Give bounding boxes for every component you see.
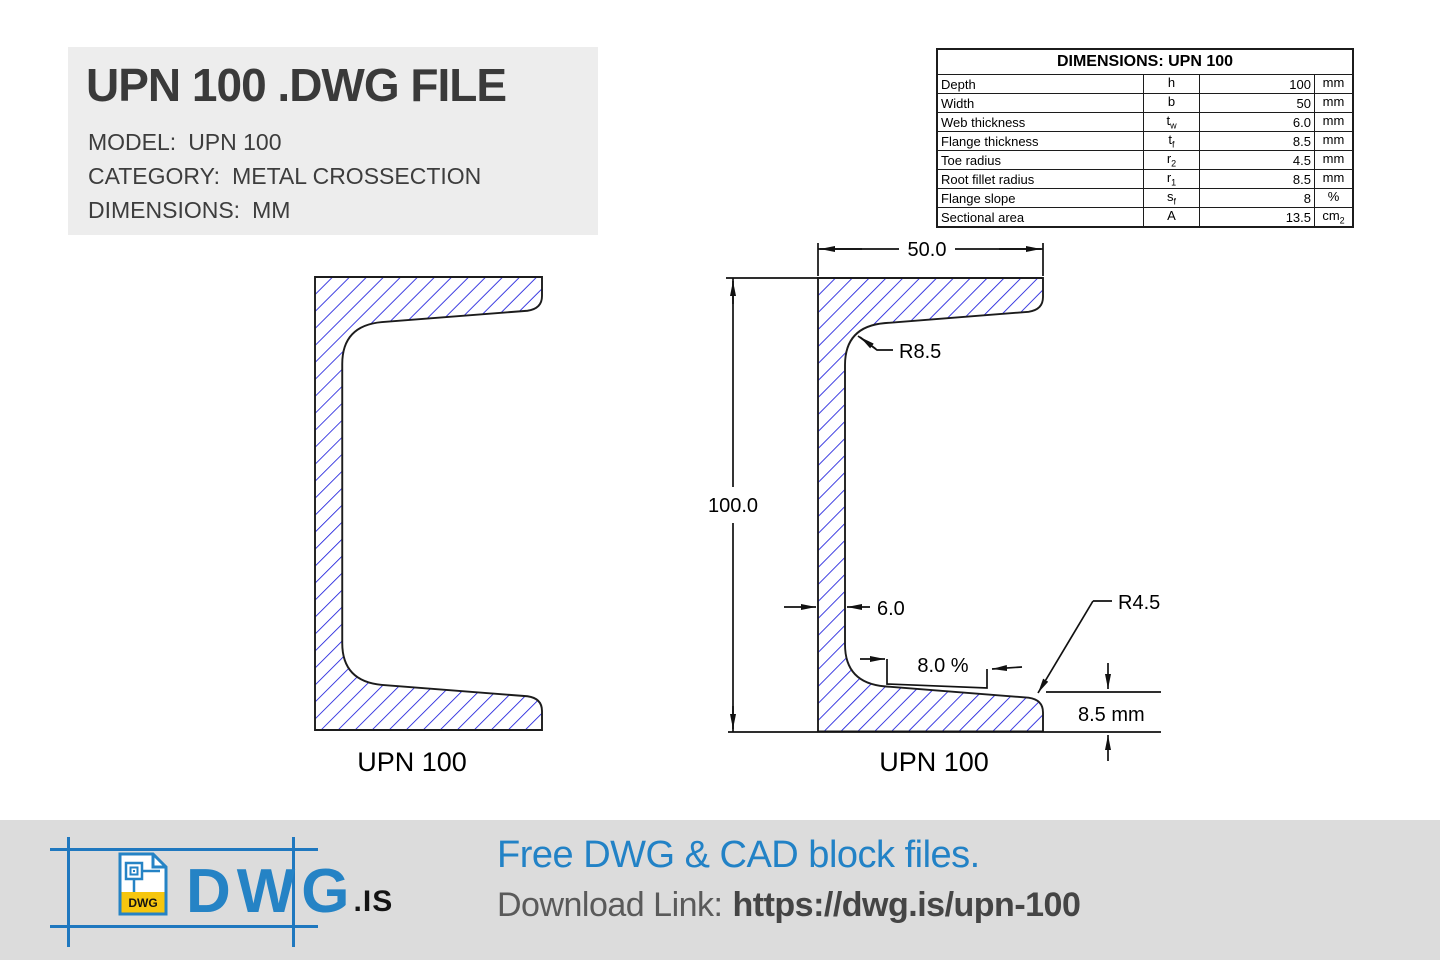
file-badge-label: DWG [128, 896, 157, 910]
table-row: Root fillet radius r1 8.5 mm [936, 169, 1354, 189]
part-label-right: UPN 100 [879, 747, 989, 777]
row-unit: mm [1314, 150, 1354, 170]
page-title: UPN 100 .DWG FILE [86, 59, 507, 111]
logo-main-text: DWG [186, 857, 356, 927]
dim-web-thickness-label: 6.0 [877, 598, 905, 620]
meta-model: MODEL: UPN 100 [88, 125, 598, 159]
tagline: Free DWG & CAD block files. [497, 834, 980, 876]
dim-root-radius-label: R8.5 [899, 341, 941, 363]
dwg-is-logo: DWG .IS [186, 850, 394, 927]
table-row: Width b 50 mm [936, 93, 1354, 113]
part-label-left: UPN 100 [357, 747, 467, 777]
row-value: 8 [1199, 188, 1315, 208]
logo-suffix-text: .IS [353, 885, 394, 918]
dimension-depth [726, 277, 1161, 733]
leader-toe-radius [1037, 600, 1112, 694]
dimension-flange-slope [860, 656, 1023, 689]
row-name: Root fillet radius [936, 169, 1144, 189]
title-box: UPN 100 .DWG FILE MODEL: UPN 100 CATEGORY… [68, 47, 598, 235]
table-title: DIMENSIONS: UPN 100 [936, 48, 1354, 75]
download-label: Download Link: [497, 886, 723, 924]
row-name: Flange slope [936, 188, 1144, 208]
frame-line-right [292, 837, 295, 947]
meta-dimensions: DIMENSIONS: MM [88, 193, 598, 227]
dimensions-value: MM [252, 196, 291, 223]
row-name: Sectional area [936, 207, 1144, 228]
dimension-flange-thickness [1046, 663, 1161, 761]
frame-line-top [50, 848, 318, 851]
meta-category: CATEGORY: METAL CROSSECTION [88, 159, 598, 193]
dim-flange-slope-label: 8.0 % [917, 655, 968, 677]
dim-depth-label: 100.0 [708, 495, 758, 517]
frame-line-bottom [50, 925, 318, 928]
dim-toe-radius-label: R4.5 [1118, 592, 1160, 614]
model-value: UPN 100 [188, 128, 282, 155]
row-unit: mm [1314, 169, 1354, 189]
row-name: Toe radius [936, 150, 1144, 170]
row-value: 13.5 [1199, 207, 1315, 228]
dimensions-table: DIMENSIONS: UPN 100 Depth h 100 mm Width… [936, 48, 1354, 228]
dim-width-label: 50.0 [908, 239, 947, 261]
dwg-file-icon: DWG [118, 852, 168, 916]
category-value: METAL CROSSECTION [232, 162, 482, 189]
row-name: Web thickness [936, 112, 1144, 132]
table-header-row: DIMENSIONS: UPN 100 [936, 48, 1354, 75]
dimension-width [817, 243, 1044, 276]
footer: DWG DWG .IS Free DWG & CAD block files. … [0, 820, 1440, 960]
leader-root-radius [857, 335, 893, 351]
row-unit: % [1314, 188, 1354, 208]
row-unit: mm [1314, 93, 1354, 113]
table-row: Flange slope sf 8 % [936, 188, 1354, 208]
download-line: Download Link:https://dwg.is/upn-100 [497, 886, 1081, 925]
table-row: Depth h 100 mm [936, 74, 1354, 94]
row-name: Depth [936, 74, 1144, 94]
row-unit: cm2 [1314, 207, 1354, 228]
dimensions-label: DIMENSIONS: [88, 196, 241, 223]
upn-profile-left [315, 277, 542, 730]
frame-line-left [67, 837, 70, 947]
table-row: Sectional area A 13.5 cm2 [936, 207, 1354, 228]
table-row: Toe radius r2 4.5 mm [936, 150, 1354, 170]
meta-block: MODEL: UPN 100 CATEGORY: METAL CROSSECTION… [68, 111, 598, 227]
row-value: 8.5 [1199, 169, 1315, 189]
category-label: CATEGORY: [88, 162, 221, 189]
cad-drawing: 50.0 100.0 R8.5 6.0 8.0 % R4.5 8.5 mm [0, 239, 1161, 777]
model-label: MODEL: [88, 128, 177, 155]
dim-flange-thickness-label: 8.5 mm [1078, 704, 1145, 726]
download-url[interactable]: https://dwg.is/upn-100 [732, 886, 1081, 924]
